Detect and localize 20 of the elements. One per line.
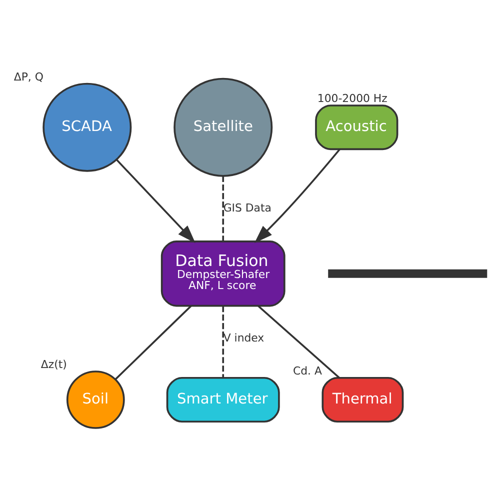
connector xyxy=(258,305,340,378)
connector xyxy=(114,305,192,380)
connector xyxy=(222,176,224,242)
node-circle: SCADA xyxy=(42,82,132,172)
node-bar xyxy=(328,269,488,278)
connector xyxy=(222,306,224,378)
arrow xyxy=(116,158,196,244)
arrow xyxy=(254,148,340,244)
node-box: Acoustic xyxy=(315,104,398,150)
node-box: Smart Meter xyxy=(166,376,280,423)
node-label: 100-2000 Hz xyxy=(317,92,388,106)
node-label: Cd. A xyxy=(293,364,322,378)
node-circle: Satellite xyxy=(174,78,273,177)
node-box: Data Fusion Dempster-Shafer ANF, L score xyxy=(160,240,286,307)
node-box: Thermal xyxy=(322,376,404,423)
node-circle: Soil xyxy=(66,370,125,429)
node-label: Δz(t) xyxy=(40,358,67,371)
node-label: ΔP, Q xyxy=(14,70,44,84)
edge-label: V index xyxy=(223,331,264,344)
edge-label: GIS Data xyxy=(223,201,272,214)
